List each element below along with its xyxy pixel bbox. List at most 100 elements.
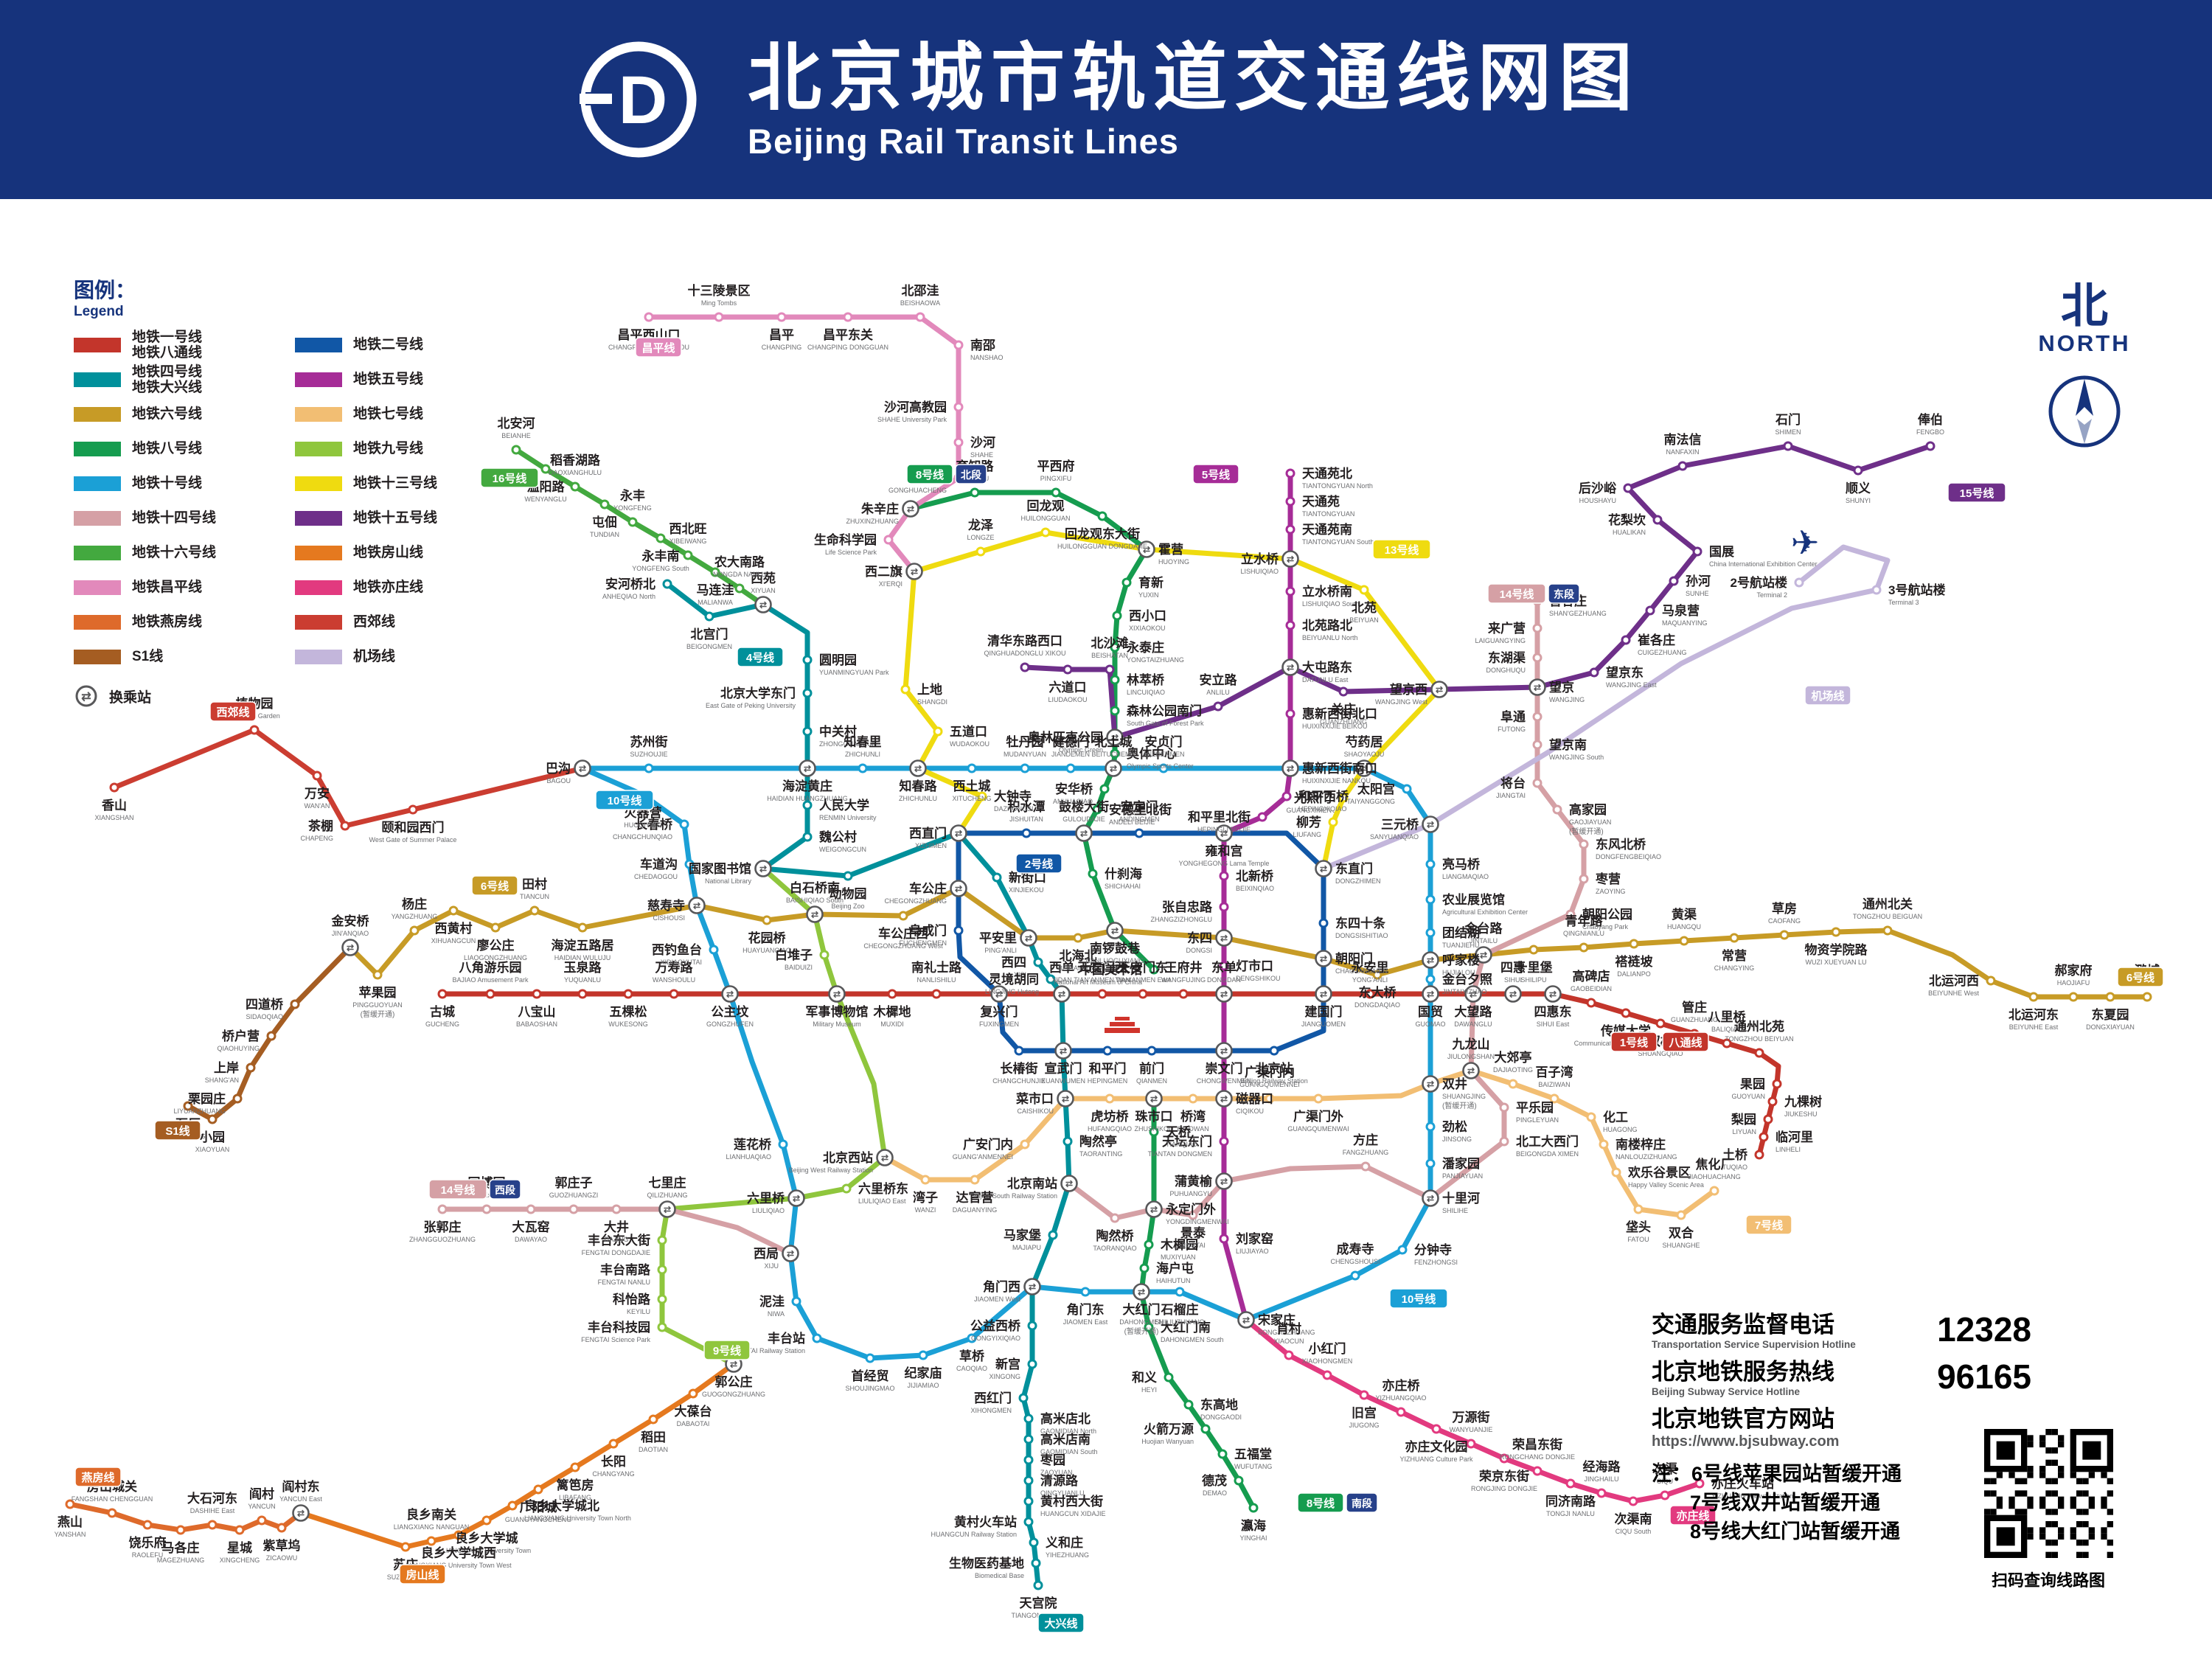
svg-text:⇄: ⇄ [1060, 1046, 1067, 1057]
svg-text:YONG'ANLI: YONG'ANLI [1352, 976, 1388, 984]
legend-item-label: 地铁燕房线 [132, 614, 203, 630]
station-西小口 [1112, 611, 1122, 621]
svg-text:北工大西门: 北工大西门 [1516, 1134, 1579, 1149]
svg-text:崇文门: 崇文门 [1206, 1061, 1243, 1076]
svg-text:BEIGONGDA XIMEN: BEIGONGDA XIMEN [1516, 1150, 1579, 1158]
svg-text:朱辛庄: 朱辛庄 [861, 501, 899, 516]
svg-text:WUDAOKOU: WUDAOKOU [950, 740, 990, 748]
line-亦庄线 [1243, 1317, 1703, 1504]
station-北沙滩 [1105, 664, 1115, 675]
svg-text:柳芳: 柳芳 [1296, 815, 1321, 830]
transfer-station-复兴门: ⇄ [990, 985, 1008, 1003]
svg-text:成寿寺: 成寿寺 [1337, 1242, 1374, 1256]
tiananmen-icon [1105, 1017, 1140, 1033]
svg-text:宋家庄: 宋家庄 [1257, 1312, 1295, 1327]
svg-text:South Gate of Forest Park: South Gate of Forest Park [1127, 720, 1204, 727]
legend-item-地铁八号线: 地铁八号线 [74, 431, 295, 466]
svg-text:ZHANGGUOZHUANG: ZHANGGUOZHUANG [409, 1236, 476, 1243]
svg-text:林萃桥: 林萃桥 [1127, 672, 1165, 687]
svg-text:BALIQIAO: BALIQIAO [1711, 1026, 1742, 1033]
svg-text:ZAOYUAN: ZAOYUAN [1040, 1469, 1073, 1476]
svg-text:五棵松: 五棵松 [610, 1004, 647, 1019]
station-长春桥 [679, 819, 689, 830]
svg-text:JIAOHUACHANG: JIAOHUACHANG [1688, 1173, 1741, 1180]
svg-text:⇄: ⇄ [347, 943, 354, 953]
station-房山城关 [107, 1508, 117, 1518]
svg-text:DONGZHIMEN: DONGZHIMEN [1335, 877, 1381, 885]
svg-text:安河桥北: 安河桥北 [605, 577, 655, 591]
svg-text:⇄: ⇄ [1436, 685, 1443, 695]
station-石门 [1783, 441, 1793, 451]
svg-text:广渠门内: 广渠门内 [1245, 1065, 1295, 1079]
svg-text:陶然桥: 陶然桥 [1096, 1228, 1135, 1243]
qr-code [1983, 1429, 2113, 1558]
svg-text:ZHICHUNLU: ZHICHUNLU [899, 795, 937, 802]
svg-text:东直门: 东直门 [1335, 861, 1373, 876]
svg-text:CHEGONGZHUANG: CHEGONGZHUANG [884, 897, 947, 905]
svg-text:JIAOMEN East: JIAOMEN East [1063, 1318, 1108, 1326]
svg-text:4号线: 4号线 [746, 651, 774, 664]
station-奥体中心 [1110, 748, 1120, 759]
svg-text:朝阳公园: 朝阳公园 [1582, 907, 1632, 922]
svg-text:西小口: 西小口 [1129, 609, 1166, 623]
station-孙河 [1669, 576, 1679, 586]
svg-text:LIULIQIAO East: LIULIQIAO East [858, 1197, 906, 1205]
svg-text:⇄: ⇄ [1427, 1079, 1434, 1090]
svg-text:丰台站: 丰台站 [768, 1331, 805, 1346]
station-成寿寺 [1350, 1270, 1360, 1281]
svg-text:CHEDAOGOU: CHEDAOGOU [634, 873, 678, 880]
svg-text:西北旺: 西北旺 [669, 522, 707, 536]
svg-text:LIBAFANG: LIBAFANG [559, 1494, 591, 1501]
svg-text:⇄: ⇄ [914, 764, 922, 774]
line-color-swatch [74, 337, 121, 352]
svg-text:九龙山: 九龙山 [1452, 1037, 1490, 1051]
svg-text:农业展览馆: 农业展览馆 [1441, 892, 1505, 907]
transfer-station-金台路: ⇄ [1475, 946, 1492, 964]
svg-text:安华桥: 安华桥 [1055, 782, 1093, 796]
svg-text:HUANGQU: HUANGQU [1667, 923, 1701, 931]
svg-text:莲花桥: 莲花桥 [734, 1137, 772, 1152]
svg-text:四惠: 四惠 [1500, 960, 1526, 975]
station-苏州街 [644, 763, 654, 773]
svg-text:梨园: 梨园 [1731, 1112, 1756, 1127]
svg-text:复兴门: 复兴门 [980, 1004, 1018, 1019]
svg-text:平安里: 平安里 [979, 931, 1017, 945]
svg-text:天安门东: 天安门东 [1118, 960, 1168, 975]
svg-text:YONGDINGMENWAI: YONGDINGMENWAI [1166, 1218, 1229, 1225]
svg-text:DAWAYAO: DAWAYAO [515, 1236, 547, 1243]
svg-text:⇄: ⇄ [793, 1194, 800, 1204]
svg-text:北新桥: 北新桥 [1236, 869, 1274, 883]
station-张郭庄 [437, 1204, 448, 1214]
svg-text:通州北苑: 通州北苑 [1734, 1019, 1784, 1034]
svg-text:北苑: 北苑 [1352, 600, 1377, 615]
svg-text:立水桥南: 立水桥南 [1302, 584, 1352, 599]
svg-text:Beijing Zoo: Beijing Zoo [831, 902, 864, 910]
svg-text:八通线: 八通线 [1668, 1036, 1702, 1049]
svg-text:CAOFANG: CAOFANG [1768, 917, 1801, 925]
